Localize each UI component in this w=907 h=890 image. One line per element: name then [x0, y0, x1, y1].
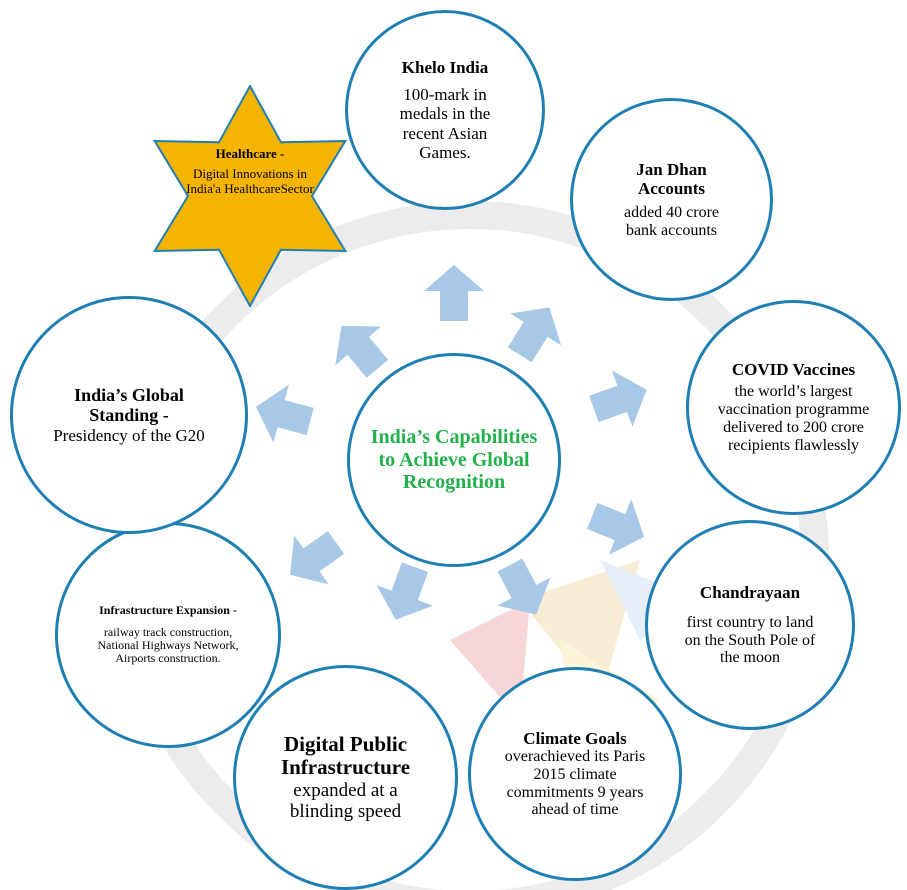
digital-title: Digital Public Infrastructure — [280, 731, 411, 780]
arrow-up-left — [335, 325, 389, 378]
center-title: India’s Capabilities to Achieve Global R… — [370, 426, 538, 494]
khelo-desc: 100-mark in medals in the recent Asian G… — [399, 85, 491, 162]
healthcare-star — [152, 85, 348, 307]
jan-dhan-circle: Jan Dhan Accounts added 40 crore bank ac… — [570, 98, 773, 301]
jandhan-desc: added 40 crore bank accounts — [623, 203, 720, 239]
arrow-down-left — [376, 562, 433, 620]
healthcare-star-text: Healthcare - Digital Innovations in Indi… — [128, 146, 372, 197]
infra-title: Infrastructure Expansion - — [99, 603, 237, 618]
arrow-right-lower — [586, 499, 645, 555]
global-title: India’s Global Standing - — [74, 385, 184, 426]
climate-desc: overachieved its Paris 2015 climate comm… — [504, 747, 646, 819]
covid-vaccines-circle: COVID Vaccines the world’s largest vacci… — [686, 300, 901, 515]
center-circle: India’s Capabilities to Achieve Global R… — [347, 353, 561, 567]
infra-desc: railway track construction, National Hig… — [97, 624, 239, 666]
arrow-left-lower — [290, 531, 345, 585]
global-standing-circle: India’s Global Standing - Presidency of … — [10, 296, 248, 534]
healthcare-title: Healthcare - — [215, 146, 285, 161]
digital-desc: expanded at a blinding speed — [289, 779, 402, 823]
climate-title: Climate Goals — [523, 728, 627, 748]
infrastructure-circle: Infrastructure Expansion - railway track… — [55, 522, 281, 748]
chandrayaan-circle: Chandrayaan first country to land on the… — [645, 520, 855, 730]
covid-desc: the world’s largest vaccination programm… — [717, 383, 870, 454]
jandhan-title: Jan Dhan Accounts — [636, 159, 707, 198]
covid-title: COVID Vaccines — [731, 360, 856, 380]
climate-goals-circle: Climate Goals overachieved its Paris 201… — [468, 667, 682, 881]
digital-infra-circle: Digital Public Infrastructure expanded a… — [233, 665, 458, 890]
healthcare-desc: Digital Innovations in India'a Healthcar… — [186, 165, 314, 197]
arrow-up-right — [507, 307, 562, 363]
khelo-india-circle: Khelo India 100-mark in medals in the re… — [345, 10, 545, 210]
global-desc: Presidency of the G20 — [53, 425, 205, 445]
arrow-up — [424, 265, 484, 321]
arrow-down-right — [497, 558, 551, 615]
chandrayaan-desc: first country to land on the South Pole … — [684, 613, 816, 667]
arrow-left-upper — [256, 384, 314, 443]
chandrayaan-title: Chandrayaan — [699, 582, 801, 602]
arrow-right-upper — [589, 370, 647, 427]
khelo-title: Khelo India — [401, 58, 489, 78]
